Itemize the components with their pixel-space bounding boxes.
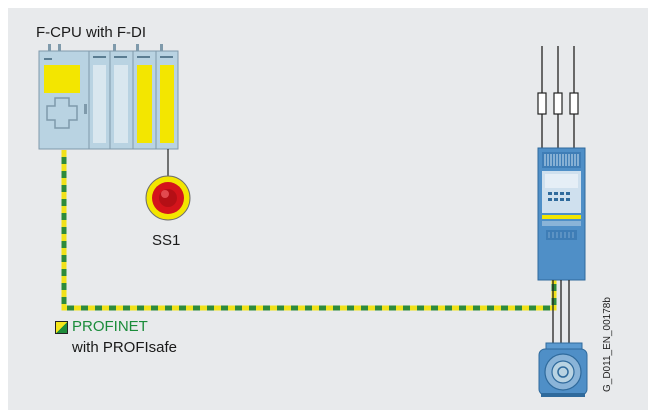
profinet-legend-icon	[55, 321, 68, 334]
switch-label: SS1	[152, 232, 181, 249]
cpu-label: F-CPU with F-DI	[36, 24, 146, 41]
network-subtitle: with PROFIsafe	[72, 339, 178, 356]
emergency-stop-icon	[145, 175, 191, 221]
document-id: G_D011_EN_00178b	[602, 297, 613, 392]
frequency-converter-icon	[537, 147, 586, 281]
network-label: PROFINET	[72, 318, 148, 335]
fuse-icon	[537, 46, 579, 150]
motor-cables	[552, 280, 570, 348]
plc-cpu-icon	[38, 44, 163, 150]
diagram-canvas: F-CPU with F-DI SS1 PROFINET with PROFIs…	[8, 8, 648, 410]
motor-icon	[538, 342, 588, 397]
diagram-graphics	[38, 44, 588, 397]
io-module-icon	[88, 50, 179, 150]
profinet-cable	[61, 150, 557, 311]
